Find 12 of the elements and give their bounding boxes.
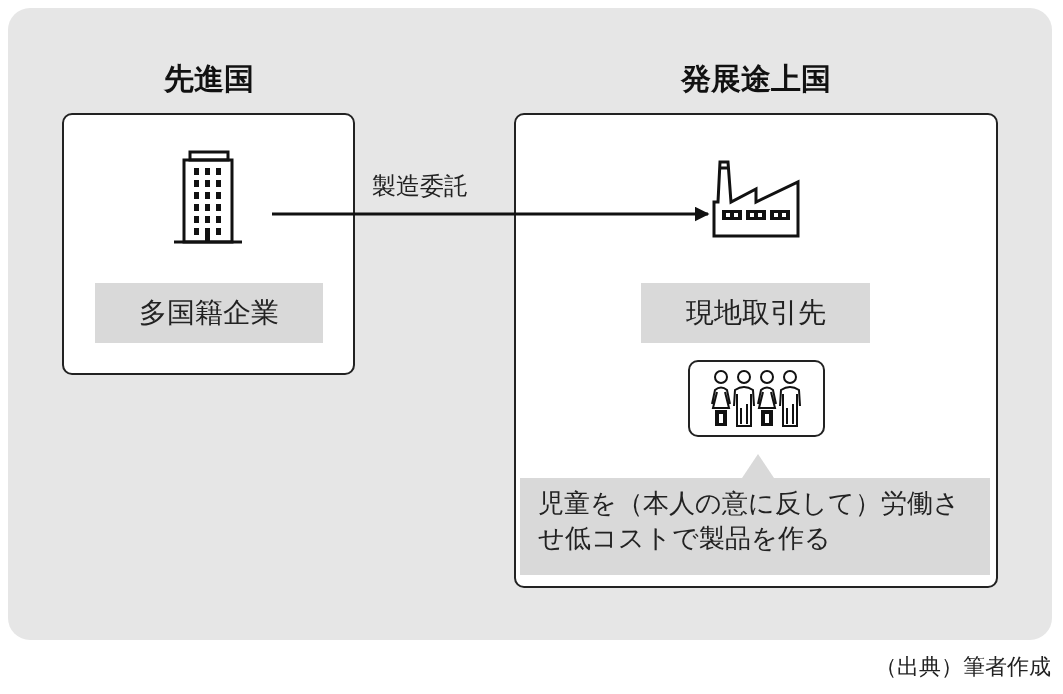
node-label: 多国籍企業 bbox=[139, 295, 279, 331]
region-heading: 発展途上国 bbox=[679, 60, 832, 98]
edge-label: 製造委託 bbox=[372, 171, 469, 202]
region-heading: 先進国 bbox=[162, 60, 255, 98]
picture-frame bbox=[688, 360, 825, 437]
callout-text: 児童を（本人の意に反して）労働させ低コストで製品を作る bbox=[538, 488, 960, 554]
node-label: 現地取引先 bbox=[685, 295, 826, 331]
label-box bbox=[95, 283, 323, 343]
source-note: （出典）筆者作成 bbox=[875, 653, 1051, 681]
building-icon bbox=[172, 148, 244, 244]
arrow bbox=[272, 206, 710, 222]
label-box bbox=[641, 283, 870, 343]
